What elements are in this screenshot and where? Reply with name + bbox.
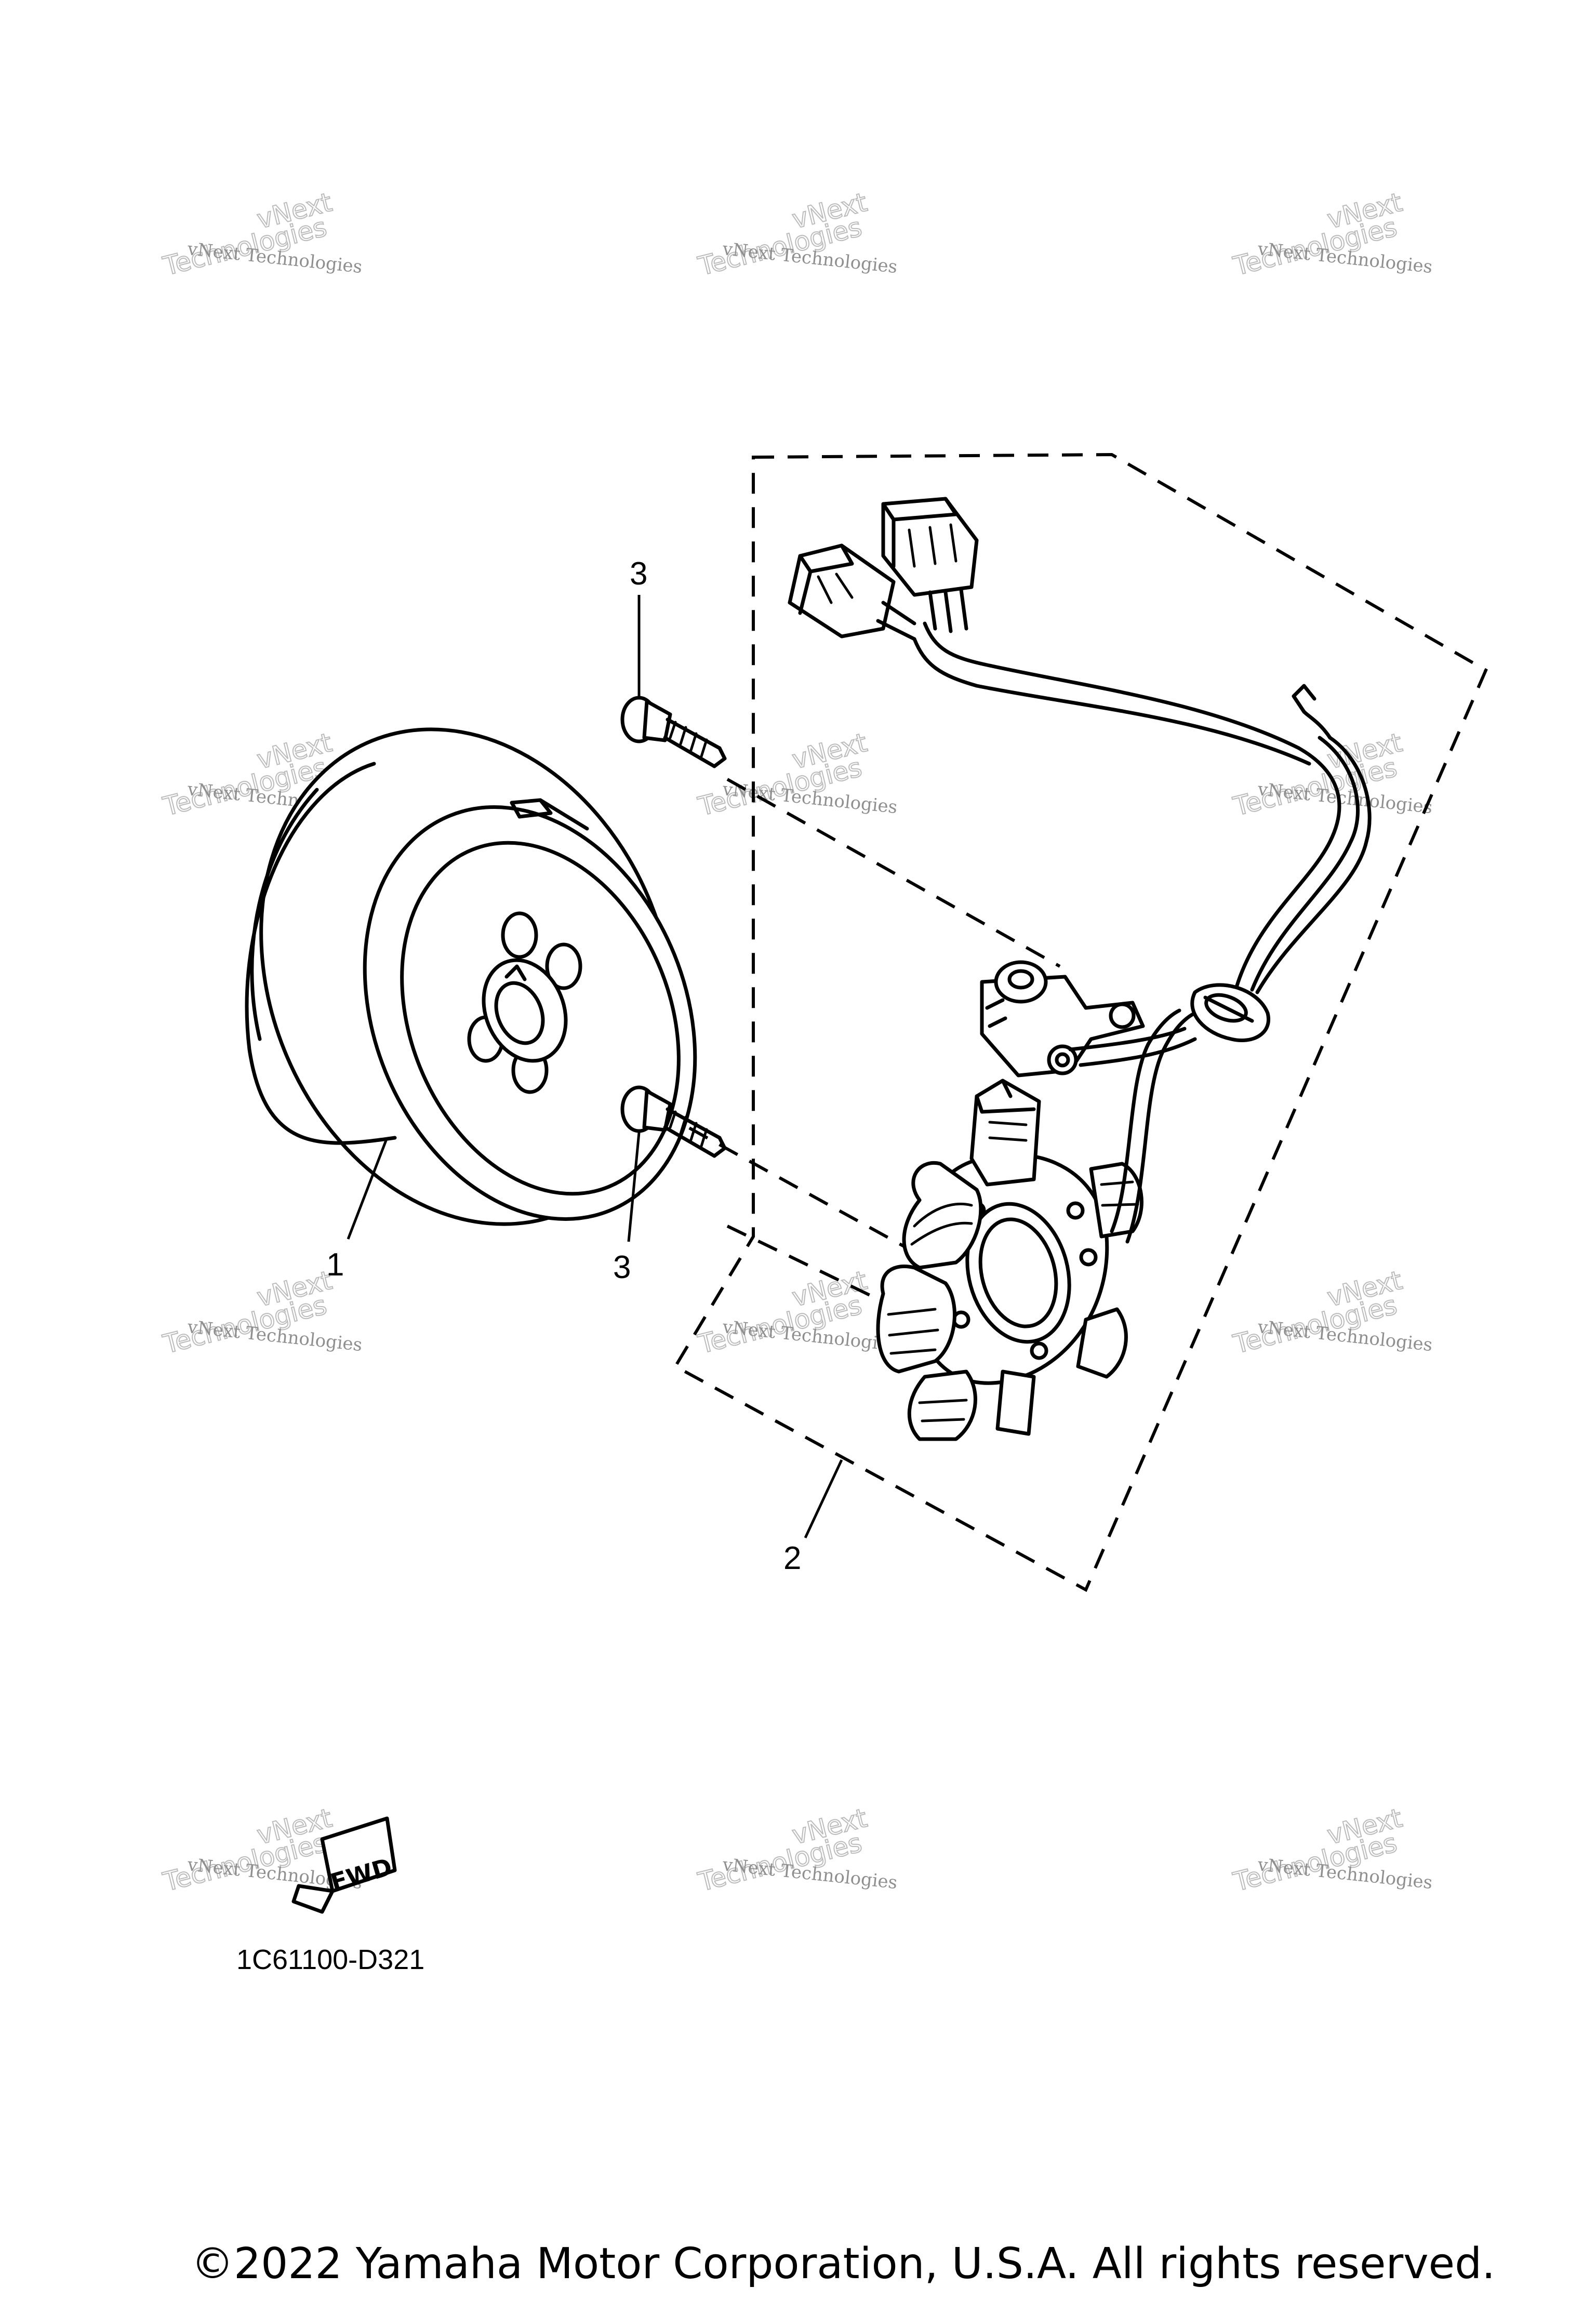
stator-assembly-boundary (673, 453, 1488, 1592)
pickup-sensor (980, 960, 1145, 1078)
callout-3-upper: 3 (630, 556, 647, 592)
flywheel-rotor (245, 727, 697, 1226)
screw-upper (620, 696, 727, 768)
stator-coil-assembly (876, 1079, 1143, 1441)
copyright-notice: ©2022 Yamaha Motor Corporation, U.S.A. A… (191, 2239, 1495, 2289)
callout-3-lower: 3 (613, 1249, 631, 1285)
screw-lower (620, 1085, 727, 1158)
callout-2: 2 (783, 1540, 801, 1576)
callout-1: 1 (326, 1247, 344, 1283)
drawing-code: 1C61100-D321 (236, 1944, 424, 1975)
wire-harness (788, 497, 1372, 1244)
